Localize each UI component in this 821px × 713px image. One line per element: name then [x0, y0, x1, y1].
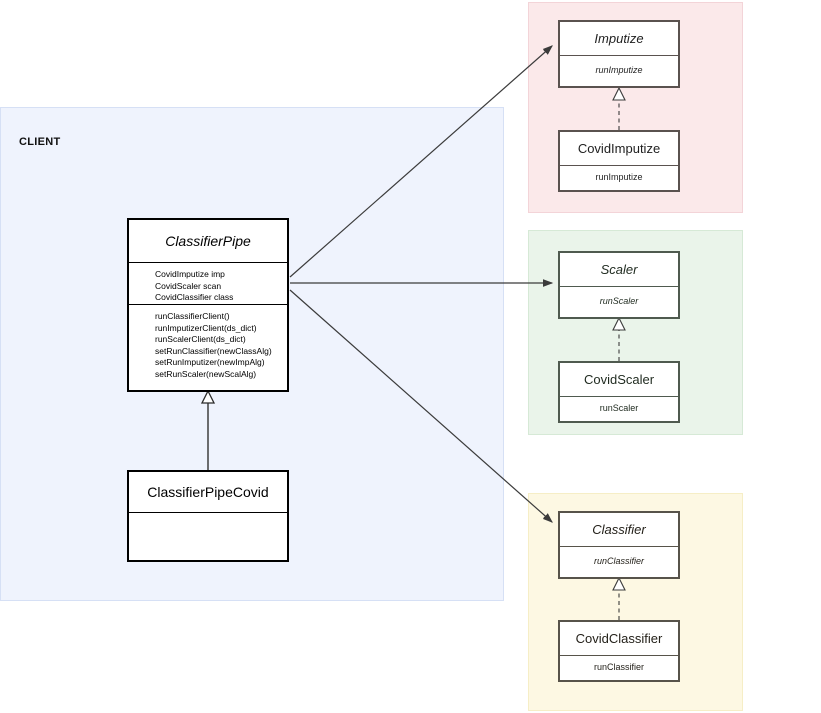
class-covid-classifier[interactable]: CovidClassifier runClassifier — [558, 620, 680, 682]
attribute-row: CovidClassifier class — [155, 292, 234, 302]
class-scaler[interactable]: Scaler runScaler — [558, 251, 680, 319]
class-classifier-pipe-covid-title-compartment: ClassifierPipeCovid — [129, 472, 287, 512]
class-covid-classifier-title-compartment: CovidClassifier — [560, 622, 678, 655]
method-row: runScaler — [599, 296, 639, 307]
method-row: runImputize — [595, 65, 643, 76]
class-scaler-title-compartment: Scaler — [560, 253, 678, 286]
class-classifier-pipe-name: ClassifierPipe — [165, 233, 251, 249]
class-scaler-name: Scaler — [600, 262, 638, 277]
method-row: runClassifier — [593, 662, 644, 673]
method-row: runClassifierClient() — [155, 311, 230, 321]
class-classifier-methods: runClassifier — [560, 546, 678, 577]
class-classifier[interactable]: Classifier runClassifier — [558, 511, 680, 579]
class-classifier-pipe-title-compartment: ClassifierPipe — [129, 220, 287, 262]
class-covid-imputize-title-compartment: CovidImputize — [560, 132, 678, 165]
class-covid-scaler-methods: runScaler — [560, 396, 678, 421]
method-row: setRunImputizer(newImpAlg) — [155, 357, 265, 367]
method-row: setRunClassifier(newClassAlg) — [155, 345, 272, 356]
class-covid-scaler-name: CovidScaler — [583, 372, 655, 387]
class-covid-imputize-methods: runImputize — [560, 165, 678, 190]
method-row: runImputize — [595, 172, 643, 183]
class-imputize-methods: runImputize — [560, 55, 678, 86]
class-classifier-pipe-methods: runClassifierClient() runImputizerClient… — [129, 304, 287, 390]
class-imputize-name: Imputize — [594, 31, 644, 46]
attribute-row: CovidImputize imp — [155, 269, 225, 279]
class-covid-scaler[interactable]: CovidScaler runScaler — [558, 361, 680, 423]
method-row: runScalerClient(ds_dict) — [155, 334, 246, 344]
class-classifier-pipe-covid-body — [129, 512, 287, 560]
class-covid-imputize-name: CovidImputize — [577, 141, 661, 156]
class-classifier-pipe-covid-name: ClassifierPipeCovid — [147, 484, 269, 500]
class-covid-imputize[interactable]: CovidImputize runImputize — [558, 130, 680, 192]
class-covid-scaler-title-compartment: CovidScaler — [560, 363, 678, 396]
method-row: runClassifier — [593, 556, 644, 567]
class-imputize[interactable]: Imputize runImputize — [558, 20, 680, 88]
class-covid-classifier-name: CovidClassifier — [575, 631, 663, 646]
class-classifier-pipe[interactable]: ClassifierPipe CovidImputize imp CovidSc… — [127, 218, 289, 392]
class-classifier-title-compartment: Classifier — [560, 513, 678, 546]
method-row: setRunScaler(newScalAlg) — [155, 368, 257, 379]
method-row: runScaler — [599, 403, 639, 414]
class-imputize-title-compartment: Imputize — [560, 22, 678, 55]
class-classifier-pipe-covid[interactable]: ClassifierPipeCovid — [127, 470, 289, 562]
class-classifier-name: Classifier — [592, 522, 646, 537]
group-client-label: CLIENT — [19, 136, 61, 148]
attribute-row: CovidScaler scan — [155, 280, 222, 291]
method-row: runImputizerClient(ds_dict) — [155, 322, 257, 333]
class-covid-classifier-methods: runClassifier — [560, 655, 678, 680]
class-classifier-pipe-attributes: CovidImputize imp CovidScaler scan Covid… — [129, 262, 287, 304]
class-scaler-methods: runScaler — [560, 286, 678, 317]
